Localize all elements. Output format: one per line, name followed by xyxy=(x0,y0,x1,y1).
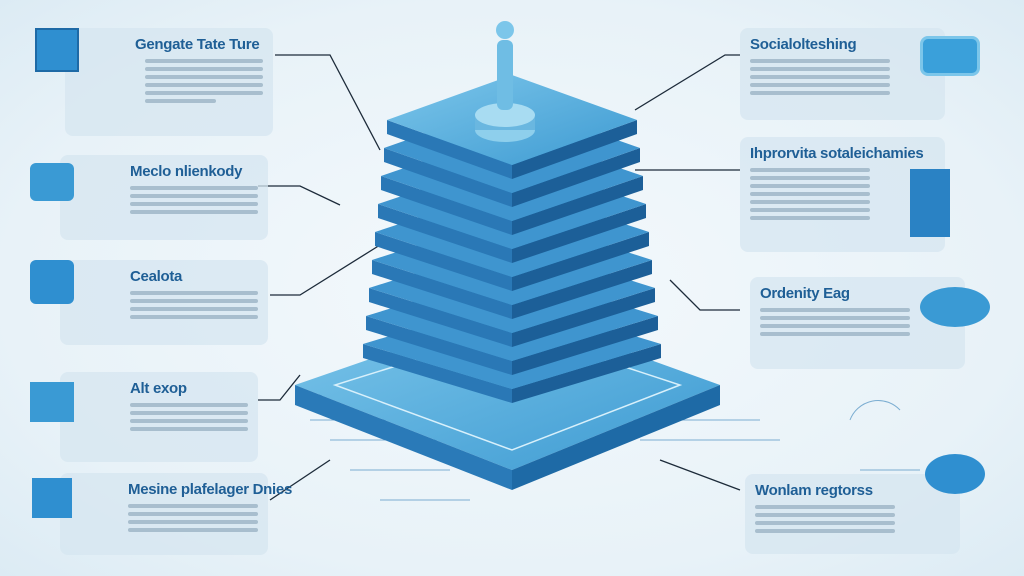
info-card: Socialolteshing xyxy=(740,28,980,120)
info-card: Meclo nlienkody xyxy=(30,155,268,240)
card-title: Cealota xyxy=(130,268,183,285)
info-card: Cealota xyxy=(30,260,268,345)
info-card: Mesine plafelager Dnies xyxy=(32,473,292,555)
info-card: Alt exop xyxy=(30,372,258,462)
steps-icon xyxy=(30,382,74,422)
info-card: Gengate Tate Ture xyxy=(35,28,273,136)
chip-icon xyxy=(920,36,980,76)
card-title: Meclo nlienkody xyxy=(130,163,243,180)
card-title: Ordenity Eag xyxy=(760,285,850,302)
device-icon xyxy=(30,163,74,201)
info-card: Wonlam regtorss xyxy=(745,454,985,554)
chart-bars-icon xyxy=(925,454,985,494)
cube-icon xyxy=(35,28,79,72)
card-title: Wonlam regtorss xyxy=(755,482,873,499)
card-title: Gengate Tate Ture xyxy=(135,36,260,53)
info-card: Ordenity Eag xyxy=(750,277,990,369)
card-title: Mesine plafelager Dnies xyxy=(128,481,292,498)
card-title: Ihprorvita sotaleichamies xyxy=(750,145,924,162)
cylinder-icon xyxy=(920,287,990,327)
building-icon xyxy=(910,169,950,237)
card-title: Alt exop xyxy=(130,380,187,397)
info-card: Ihprorvita sotaleichamies xyxy=(740,137,950,252)
cube-icon xyxy=(32,478,72,518)
card-title: Socialolteshing xyxy=(750,36,857,53)
statue-icon xyxy=(475,21,535,142)
tower-layers xyxy=(363,75,661,403)
lock-icon xyxy=(30,260,74,304)
